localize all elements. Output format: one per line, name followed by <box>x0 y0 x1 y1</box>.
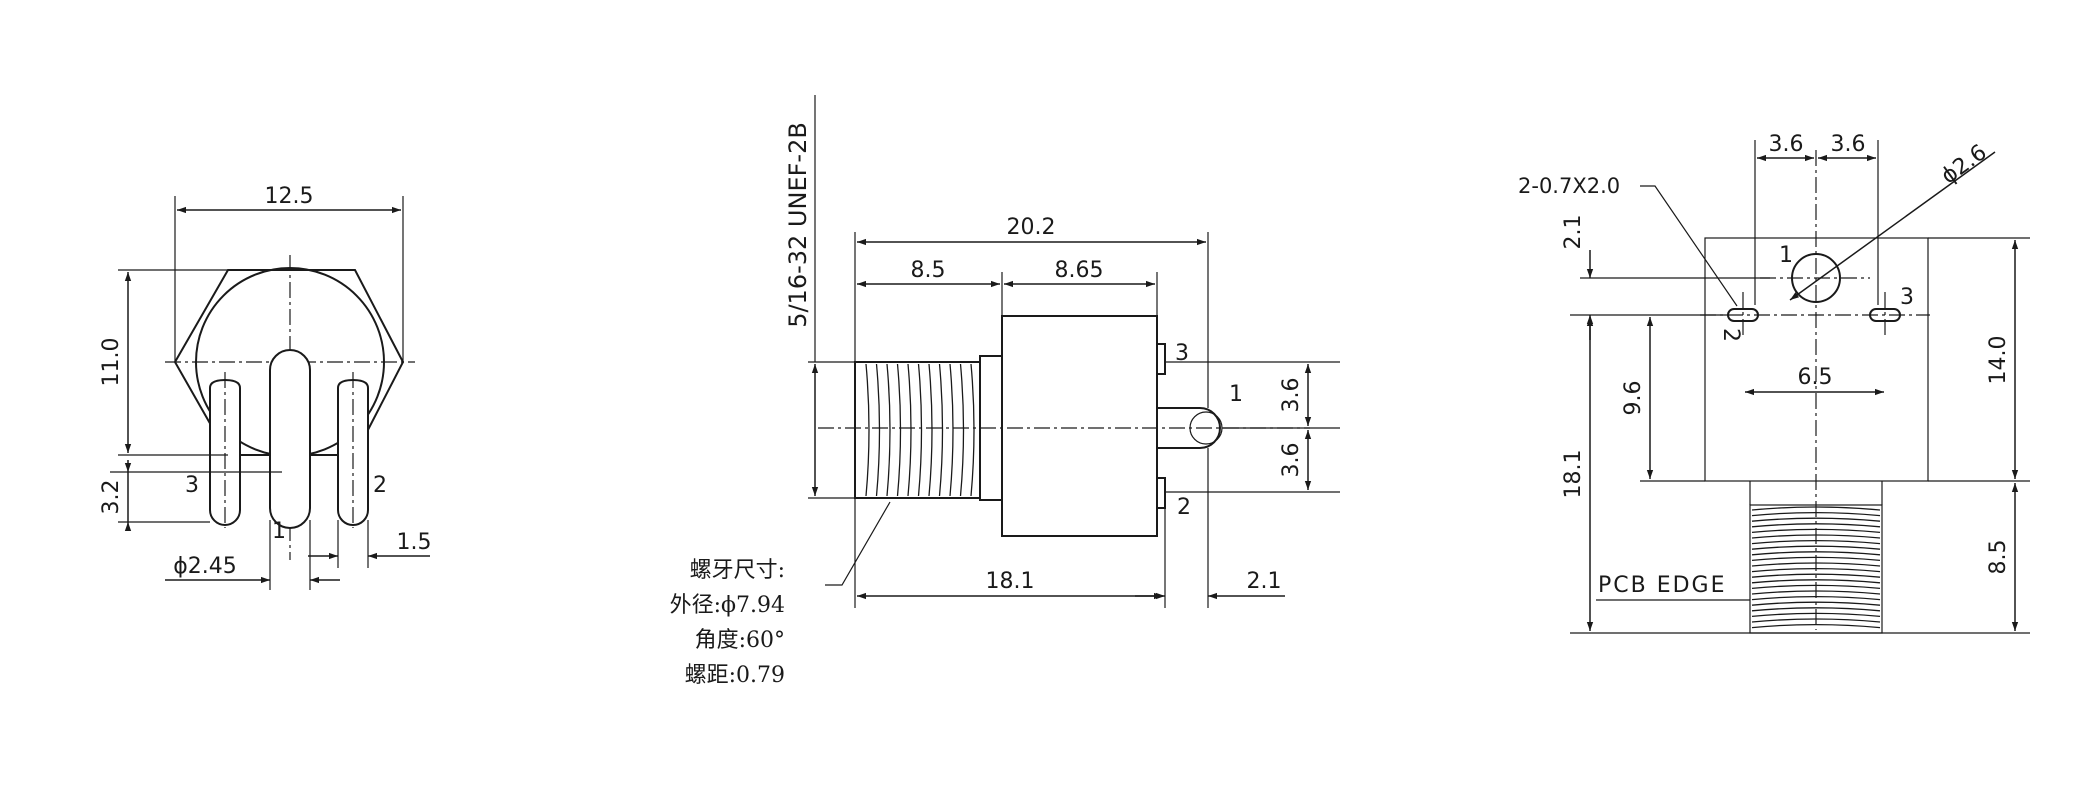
side-pin-3 <box>1156 343 1166 375</box>
dim-body-height-label: 14.0 <box>1986 336 2011 385</box>
pcb-hole-1 <box>1791 253 1841 303</box>
thread-spec-label: 5/16-32 UNEF-2B <box>784 122 812 328</box>
dim-left-spacing-label: 3.6 <box>1769 132 1804 157</box>
thread-note-pitch: 螺距:0.79 <box>685 663 785 688</box>
dim-pitch-upper-label: 3.6 <box>1279 378 1304 413</box>
dim-thread-length-label: 8.5 <box>1986 540 2011 575</box>
dim-width-label: 12.5 <box>265 184 314 209</box>
dim-right-spacing-label: 3.6 <box>1831 132 1866 157</box>
dim-pin-width-label: 1.5 <box>397 530 432 555</box>
side-pin-3-label: 3 <box>1175 341 1189 366</box>
side-pin-2 <box>1156 477 1166 509</box>
front-pin-2-label: 2 <box>373 473 387 498</box>
side-view: 5/16-32 UNEF-2B 20.2 8.5 8.65 3 1 2 3.6 … <box>670 95 1340 688</box>
dim-top-offset-label: 2.1 <box>1561 215 1586 250</box>
dim-body-base-label: 18.1 <box>986 569 1035 594</box>
pcb-edge-label: PCB EDGE <box>1598 573 1727 598</box>
pin-2-shape <box>337 378 369 526</box>
thread-outline <box>854 361 981 499</box>
thread-note-leader <box>825 501 891 586</box>
hole-dia-leader <box>1789 151 1996 301</box>
side-pin-1 <box>1157 407 1221 449</box>
front-pin-3-label: 3 <box>185 473 199 498</box>
slot-spec-leader <box>1640 185 1738 307</box>
dim-overall-label: 20.2 <box>1007 215 1056 240</box>
hole-dia-label: ϕ2.6 <box>1937 140 1992 189</box>
pin-3-shape <box>209 378 241 526</box>
side-pin-1-label: 1 <box>1229 382 1243 407</box>
front-view: 12.5 11.0 3.2 3 2 1 1.5 ϕ2.45 <box>99 184 432 590</box>
dim-protrusion-label: 2.1 <box>1247 569 1282 594</box>
dim-offset-label: 3.2 <box>99 480 124 515</box>
dim-total-height-label: 18.1 <box>1561 450 1586 499</box>
dim-pin-dia-label: ϕ2.45 <box>173 554 237 579</box>
dim-height-label: 11.0 <box>99 338 124 387</box>
slot-spec-label: 2-0.7X2.0 <box>1518 174 1620 198</box>
pcb-layout-view: 1 2 3 3.6 3.6 2-0.7X2.0 ϕ2.6 2.1 9.6 6.5… <box>1518 132 2030 634</box>
thread-lines <box>865 363 975 497</box>
dim-pitch-lower-label: 3.6 <box>1279 443 1304 478</box>
front-pin-1-label: 1 <box>272 519 286 544</box>
pcb-pin-1-label: 1 <box>1779 243 1793 268</box>
thread-note-angle: 角度:60° <box>695 628 785 653</box>
pcb-thread-lines <box>1751 506 1881 629</box>
thread-note-title: 螺牙尺寸: <box>690 558 785 583</box>
pcb-pin-3-label: 3 <box>1900 285 1914 310</box>
thread-note-od: 外径:ϕ7.94 <box>670 593 785 618</box>
pcb-pin-2-label: 2 <box>1718 328 1743 342</box>
body-outline <box>1001 315 1158 537</box>
dim-slot-spacing-label: 6.5 <box>1798 365 1833 390</box>
side-pin-2-label: 2 <box>1177 495 1191 520</box>
dim-slot-to-bottom-label: 9.6 <box>1621 381 1646 416</box>
pin-1-shape <box>269 349 311 529</box>
dim-body-len-label: 8.65 <box>1055 258 1104 283</box>
dim-thread-len-label: 8.5 <box>911 258 946 283</box>
